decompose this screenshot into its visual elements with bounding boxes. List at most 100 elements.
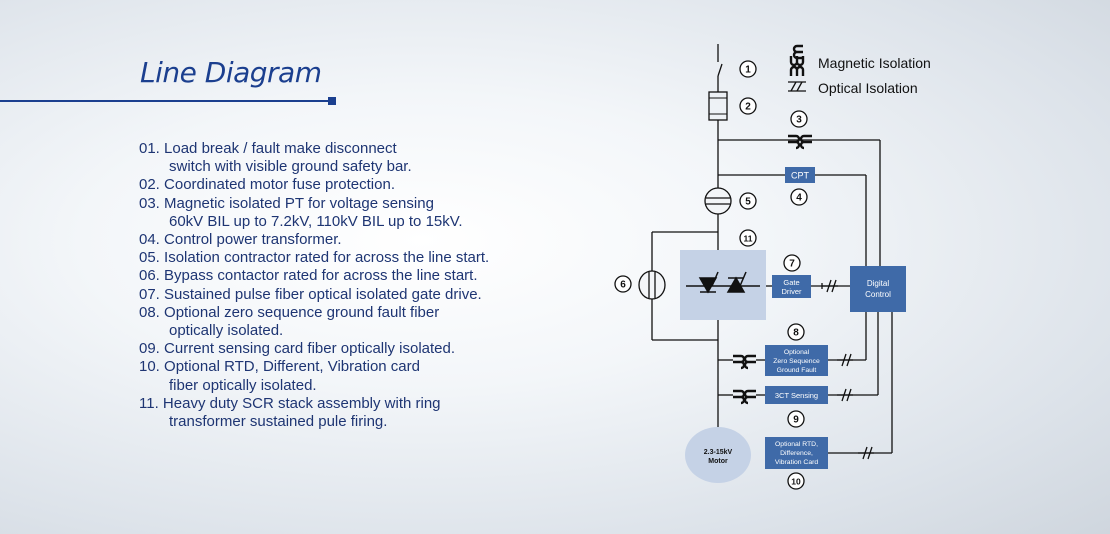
scr-stack-box xyxy=(680,250,766,320)
list-item: 02. Coordinated motor fuse protection. xyxy=(139,176,569,194)
zero-seq-label-2: Zero Sequence xyxy=(773,358,820,365)
item-text: Control power transformer. xyxy=(164,231,342,249)
marker-1 xyxy=(739,60,757,78)
rtd-label-3: Vibration Card xyxy=(775,459,819,466)
gate-driver-label-2: Driver xyxy=(782,287,803,296)
item-text: Load break / fault make disconnect xyxy=(164,140,397,157)
marker-7-label: 7 xyxy=(789,259,795,270)
list-item: 10. Optional RTD, Different, Vibration c… xyxy=(139,358,569,394)
zero-seq-box xyxy=(765,345,828,376)
item-text-cont: optically isolated. xyxy=(169,322,284,340)
item-text: Magnetic isolated PT for voltage sensing xyxy=(164,194,434,212)
item-text: Optional zero sequence ground fault fibe… xyxy=(164,303,440,321)
item-number: 06. xyxy=(139,267,160,285)
legend-optical-label: Optical Isolation xyxy=(818,80,918,96)
item-text: Heavy duty SCR stack assembly with ring xyxy=(162,394,441,412)
item-text: Bypass contactor rated for across the li… xyxy=(164,267,478,285)
item-number: 03. xyxy=(139,194,160,212)
marker-9-label: 9 xyxy=(793,415,799,426)
item-number: 01. xyxy=(139,140,160,157)
rtd-box xyxy=(765,437,828,469)
list-item: 09. Current sensing card fiber optically… xyxy=(139,340,569,358)
legend-magnetic-label: Magnetic Isolation xyxy=(818,55,931,71)
cpt-label: CPT xyxy=(791,171,810,181)
list-item: 03. Magnetic isolated PT for voltage sen… xyxy=(139,195,569,231)
digital-control-box xyxy=(850,266,906,312)
digital-control-label-1: Digital xyxy=(867,279,889,288)
gate-optical-icon xyxy=(821,279,838,293)
item-number: 11. xyxy=(139,394,159,412)
item-text-cont: fiber optically isolated. xyxy=(169,376,317,394)
zero-seq-label-3: Ground Fault xyxy=(777,367,817,374)
marker-10-label: 10 xyxy=(791,477,801,487)
sensing-label: 3CT Sensing xyxy=(775,391,818,400)
sensing-box xyxy=(765,386,828,404)
item-text: Current sensing card fiber optically iso… xyxy=(164,340,456,358)
marker-8 xyxy=(787,323,805,341)
magnetic-isolation-icon xyxy=(792,44,803,60)
zero-seq-magnetic-icon xyxy=(733,354,756,370)
item-number: 07. xyxy=(139,285,160,303)
isolation-contactor-icon xyxy=(704,187,732,215)
marker-3 xyxy=(790,110,808,128)
gate-driver-label-1: Gate xyxy=(783,278,799,287)
marker-11 xyxy=(739,229,757,247)
item-number: 05. xyxy=(139,249,160,267)
title-underline-end xyxy=(328,97,336,105)
cpt-box xyxy=(785,167,815,183)
fuse-icon xyxy=(708,91,728,121)
item-number: 08. xyxy=(139,303,160,321)
item-text-cont: 60kV BIL up to 7.2kV, 110kV BIL up to 15… xyxy=(169,212,463,230)
optical-isolation-icon xyxy=(788,81,806,92)
marker-2 xyxy=(739,97,757,115)
marker-2-label: 2 xyxy=(745,102,751,113)
item-number: 02. xyxy=(139,176,160,194)
rtd-optical-icon xyxy=(858,446,874,460)
item-text-cont: transformer sustained pule firing. xyxy=(169,413,388,431)
zero-seq-label-1: Optional xyxy=(784,349,810,356)
bypass-contactor-icon xyxy=(638,270,666,300)
marker-6 xyxy=(614,275,632,293)
marker-5 xyxy=(739,192,757,210)
scr-icon xyxy=(686,271,760,294)
rtd-label-2: Difference, xyxy=(780,450,813,457)
title-underline xyxy=(0,100,330,102)
item-number: 04. xyxy=(139,231,160,249)
item-text: Isolation contractor rated for across th… xyxy=(164,249,490,267)
magnetic-isolation-icon-2 xyxy=(789,56,805,76)
marker-10 xyxy=(787,472,805,490)
item-number: 10. xyxy=(139,358,160,376)
item-number: 09. xyxy=(139,340,160,358)
list-item: 05. Isolation contractor rated for acros… xyxy=(139,249,569,267)
sensing-magnetic-icon xyxy=(733,389,756,405)
item-text: Coordinated motor fuse protection. xyxy=(164,176,395,194)
motor xyxy=(685,427,751,483)
rtd-label-1: Optional RTD, xyxy=(775,441,818,448)
digital-control-label-2: Control xyxy=(865,290,891,299)
marker-7 xyxy=(783,254,801,272)
marker-9 xyxy=(787,410,805,428)
sensing-optical-icon xyxy=(837,388,853,402)
list-item: 06. Bypass contactor rated for across th… xyxy=(139,267,569,285)
gate-driver-box xyxy=(772,275,811,298)
item-text: Optional RTD, Different, Vibration card xyxy=(164,358,420,376)
marker-5-label: 5 xyxy=(745,197,751,208)
motor-label-1: 2.3-15kV xyxy=(704,449,733,456)
marker-4-label: 4 xyxy=(796,193,802,204)
marker-11-label: 11 xyxy=(744,234,753,244)
marker-3-label: 3 xyxy=(796,115,802,126)
list-item: 11. Heavy duty SCR stack assembly with r… xyxy=(139,395,569,431)
list-item: 07. Sustained pulse fiber optical isolat… xyxy=(139,286,569,304)
list-item: 04. Control power transformer. xyxy=(139,231,569,249)
item-text: Sustained pulse fiber optical isolated g… xyxy=(164,285,482,303)
marker-8-label: 8 xyxy=(793,328,799,339)
page-title: Line Diagram xyxy=(140,56,322,89)
list-item: 08. Optional zero sequence ground fault … xyxy=(139,304,569,340)
pt-magnetic-icon xyxy=(788,134,812,150)
marker-1-label: 1 xyxy=(745,65,751,76)
zero-seq-optical-icon xyxy=(837,353,853,367)
item-text-cont: switch with visible ground safety bar. xyxy=(169,158,412,176)
